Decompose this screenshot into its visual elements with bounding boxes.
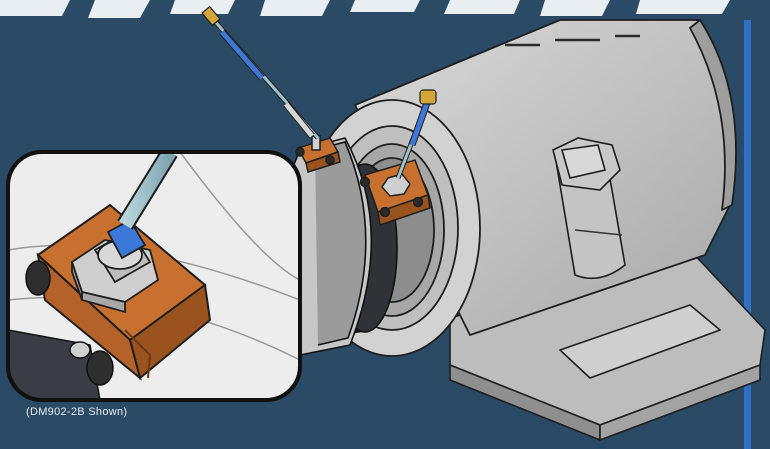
figure-caption: (DM902-2B Shown) [26, 406, 128, 418]
inset-bolts [25, 260, 114, 386]
sensor-bracket-upper [295, 135, 341, 173]
housing-bolt [552, 137, 626, 280]
sensor-cable-upper [201, 5, 320, 140]
sensor-cable-lower [395, 89, 437, 179]
detail-inset [6, 150, 302, 402]
cropped-title-strokes [0, 0, 730, 18]
accent-stripe [744, 20, 751, 449]
pillow-block-base [449, 249, 766, 441]
sensor-bracket-lower [359, 159, 431, 226]
inset-connector [70, 218, 160, 314]
